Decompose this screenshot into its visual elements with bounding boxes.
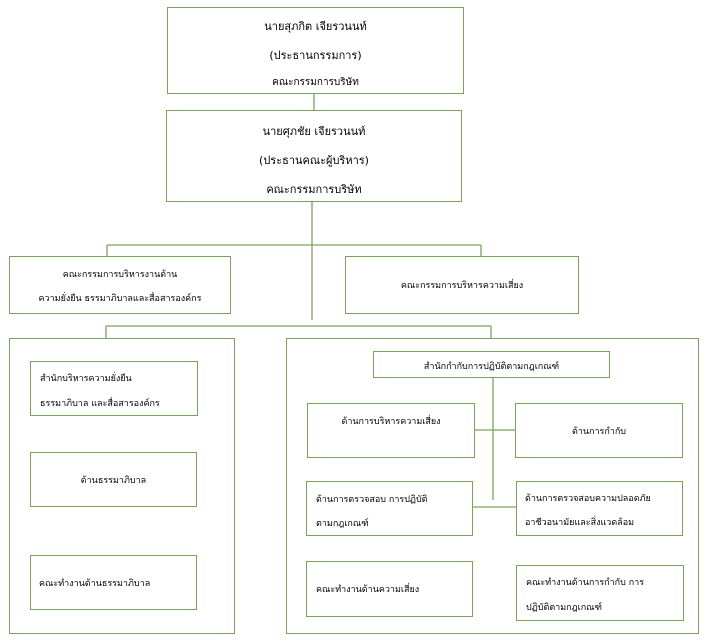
governance-working-group-label: คณะทำงานด้านธรรมาภิบาล	[39, 579, 151, 589]
chairman-name: นายสุภกิต เจียรวนนท์	[264, 20, 367, 33]
compliance-working-group-box: คณะทำงานด้านการกำกับ การ ปฏิบัติตามกฎเกณ…	[516, 565, 684, 621]
executive-body: คณะกรรมการบริษัท	[266, 183, 362, 196]
chairman-role: (ประธานกรรมการ)	[269, 49, 362, 62]
risk-management-box: ด้านการบริหารความเสี่ยง	[307, 403, 475, 458]
regulation-box: ด้านการกำกับ	[515, 403, 683, 458]
safety-audit-box: ด้านการตรวจสอบความปลอดภัย อาชีวอนามัยและ…	[516, 481, 683, 536]
left-group-frame	[9, 338, 235, 634]
risk-committee-label: คณะกรรมการบริหารความเสี่ยง	[400, 281, 524, 291]
sustainability-committee-line-1: คณะกรรมการบริหารงานด้าน	[62, 270, 178, 280]
compliance-audit-box: ด้านการตรวจสอบ การปฏิบัติ ตามกฎเกณฑ์	[306, 481, 473, 536]
risk-committee-box: คณะกรรมการบริหารความเสี่ยง	[345, 256, 579, 314]
executive-role: (ประธานคณะผู้บริหาร)	[259, 154, 369, 167]
compliance-office-box: สำนักกำกับการปฏิบัติตามกฎเกณฑ์	[373, 351, 610, 378]
executive-box: นายศุภชัย เจียรวนนท์ (ประธานคณะผู้บริหาร…	[166, 110, 462, 202]
compliance-audit-line-1: ด้านการตรวจสอบ การปฏิบัติ	[316, 495, 428, 505]
sustainability-office-line-2: ธรรมาภิบาล และสื่อสารองค์กร	[40, 399, 160, 409]
sustainability-office-line-1: สำนักบริหารความยั่งยืน	[40, 374, 132, 384]
compliance-working-group-line-2: ปฏิบัติตามกฎเกณฑ์	[526, 603, 602, 613]
governance-box: ด้านธรรมาภิบาล	[30, 452, 197, 507]
safety-audit-line-2: อาชีวอนามัยและสิ่งแวดล้อม	[525, 518, 635, 528]
governance-working-group-box: คณะทำงานด้านธรรมาภิบาล	[30, 555, 197, 610]
risk-working-group-label: คณะทำงานด้านความเสี่ยง	[316, 585, 420, 595]
right-group-frame	[286, 338, 699, 634]
regulation-label: ด้านการกำกับ	[571, 427, 627, 437]
chairman-body: คณะกรรมการบริษัท	[272, 77, 359, 88]
sustainability-office-box: สำนักบริหารความยั่งยืน ธรรมาภิบาล และสื่…	[30, 361, 198, 416]
compliance-audit-line-2: ตามกฎเกณฑ์	[316, 519, 369, 529]
sustainability-committee-line-2: ความยั่งยืน ธรรมาภิบาลและสื่อสารองค์กร	[38, 294, 202, 304]
safety-audit-line-1: ด้านการตรวจสอบความปลอดภัย	[525, 494, 651, 504]
compliance-working-group-line-1: คณะทำงานด้านการกำกับ การ	[526, 578, 645, 588]
executive-name: นายศุภชัย เจียรวนนท์	[262, 125, 366, 138]
compliance-office-label: สำนักกำกับการปฏิบัติตามกฎเกณฑ์	[423, 362, 560, 372]
chairman-box: นายสุภกิต เจียรวนนท์ (ประธานกรรมการ) คณะ…	[167, 7, 464, 94]
risk-management-label: ด้านการบริหารความเสี่ยง	[341, 417, 441, 427]
sustainability-committee-box: คณะกรรมการบริหารงานด้าน ความยั่งยืน ธรรม…	[9, 256, 231, 314]
governance-label: ด้านธรรมาภิบาล	[80, 476, 147, 486]
risk-working-group-box: คณะทำงานด้านความเสี่ยง	[306, 561, 473, 617]
